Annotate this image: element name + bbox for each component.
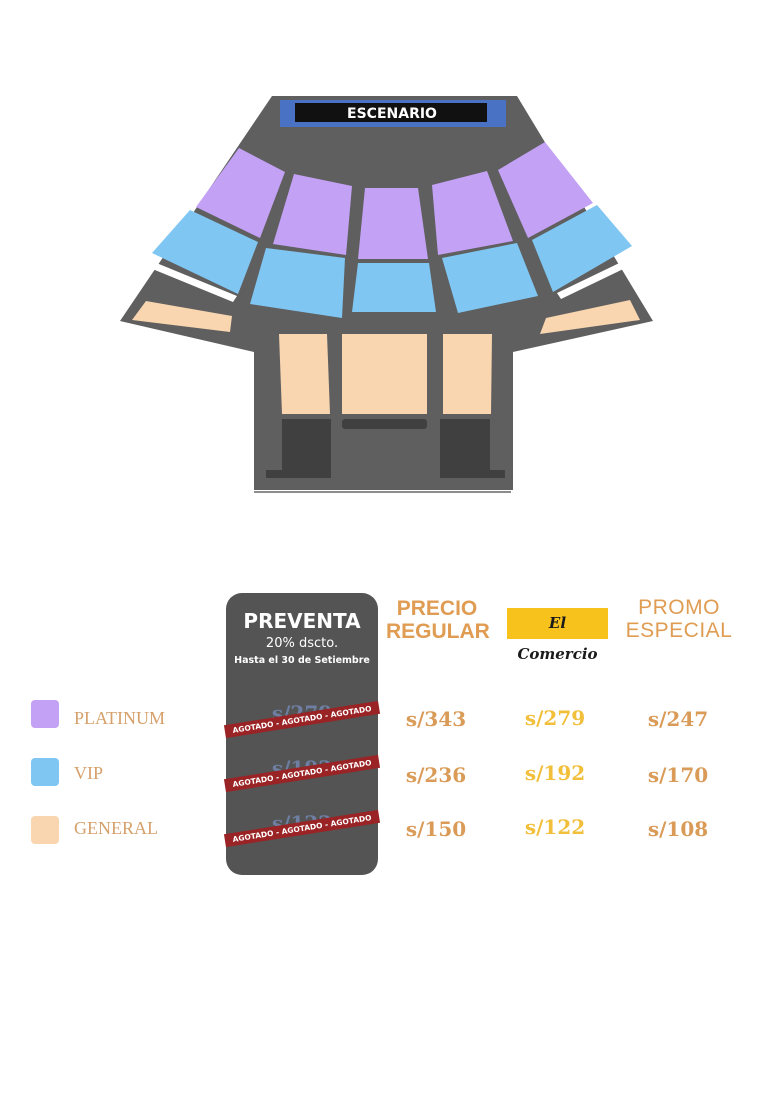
section-platinum-2[interactable]: [273, 174, 352, 255]
legend-label-general: GENERAL: [74, 818, 158, 838]
price-promo-vip: s/170: [647, 763, 709, 787]
header-precio-regular: PRECIO REGULAR: [386, 597, 490, 644]
section-platinum-1[interactable]: [196, 148, 285, 238]
price-regular-general: s/150: [405, 817, 467, 841]
price-regular-vip: s/236: [405, 763, 467, 787]
header-promo-especial: PROMO ESPECIAL: [620, 596, 738, 642]
price-comercio-general: s/122: [524, 815, 586, 839]
header-promo-especial-line1: PROMO: [638, 596, 720, 619]
back-block-right: [440, 419, 505, 478]
preventa-title: PREVENTA: [243, 609, 361, 633]
section-general-left[interactable]: [132, 301, 232, 332]
price-comercio-vip: s/192: [524, 761, 586, 785]
back-block-center: [342, 419, 427, 429]
preventa-deadline: Hasta el 30 de Setiembre: [234, 655, 370, 666]
section-vip-4[interactable]: [442, 243, 538, 313]
legend-swatch-vip: [31, 758, 59, 786]
header-promo-especial-line2: ESPECIAL: [625, 619, 733, 643]
section-vip-1[interactable]: [152, 210, 258, 294]
section-platinum-3[interactable]: [358, 188, 428, 259]
price-promo-general: s/108: [647, 817, 709, 841]
section-general-center-right[interactable]: [443, 334, 492, 414]
venue-map: ESCENARIO: [120, 96, 653, 493]
section-vip-2[interactable]: [250, 248, 345, 318]
section-vip-3[interactable]: [352, 263, 436, 312]
header-precio-regular-line2: REGULAR: [386, 620, 490, 644]
aisle-right: [557, 255, 640, 299]
price-promo-platinum: s/247: [647, 707, 709, 731]
legend-label-vip: VIP: [74, 763, 104, 783]
legend-label-platinum: PLATINUM: [74, 708, 166, 728]
section-platinum-4[interactable]: [432, 171, 513, 255]
stage-inner: [295, 103, 487, 122]
stage-label: ESCENARIO: [347, 106, 437, 122]
preventa-discount: 20% dscto.: [265, 636, 339, 651]
section-general-center[interactable]: [342, 334, 427, 414]
header-precio-regular-line1: PRECIO: [396, 597, 478, 620]
back-block-left: [266, 419, 331, 478]
section-vip-5[interactable]: [532, 205, 632, 292]
legend-swatch-platinum: [31, 700, 59, 728]
section-general-right[interactable]: [540, 300, 640, 334]
price-comercio-platinum: s/279: [524, 706, 586, 730]
section-general-center-left[interactable]: [279, 334, 330, 414]
preventa-panel: PREVENTA 20% dscto. Hasta el 30 de Setie…: [223, 593, 381, 875]
el-comercio-logo: El Comercio: [507, 608, 608, 663]
price-regular-platinum: s/343: [405, 707, 467, 731]
section-platinum-5[interactable]: [498, 142, 593, 238]
legend-swatch-general: [31, 816, 59, 844]
aisle-left: [150, 262, 237, 302]
